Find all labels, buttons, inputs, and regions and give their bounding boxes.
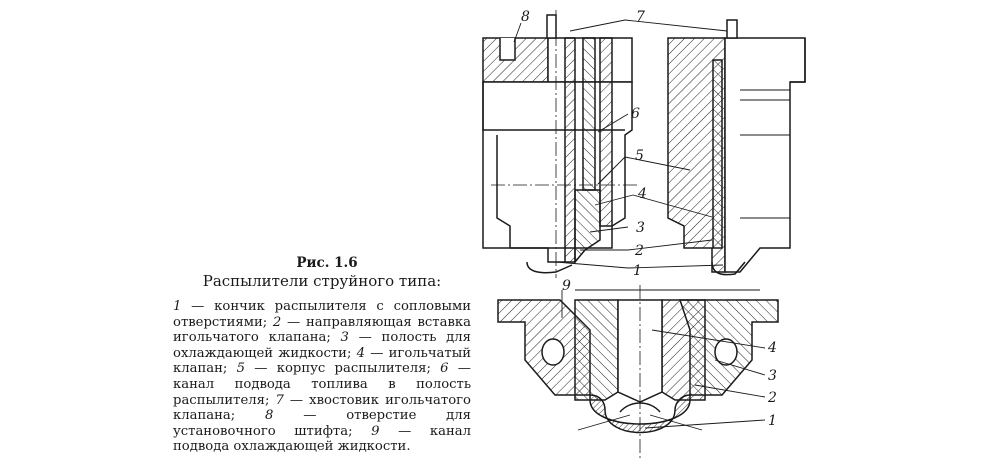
callout-8: 8	[521, 9, 530, 25]
legend-num: 8	[265, 408, 274, 424]
legend-text: — отверстие для установочного штифта;	[173, 408, 471, 439]
callout-9: 9	[562, 278, 571, 294]
legend-item: 4 — игольчатый клапан;	[173, 346, 471, 377]
figure-legend: 1 — кончик распылителя с сопловыми отвер…	[173, 299, 471, 455]
legend-item: 1 — кончик распылителя с сопловыми отвер…	[173, 299, 471, 330]
callout-2-bottom: 2	[767, 390, 777, 406]
legend-text: — полость для охлаждающей жидкости;	[173, 330, 471, 361]
view-left	[482, 10, 640, 278]
legend-item: 6 — канал подвода топлива в полость расп…	[173, 361, 471, 407]
callout-3: 3	[636, 220, 645, 236]
legend-item: 3 — полость для охлаждающей жидкости;	[173, 330, 471, 361]
legend-num: 9	[371, 423, 380, 439]
callout-3-bottom: 3	[768, 368, 777, 384]
legend-text: — канал подвода охлаждающей жидкости.	[173, 423, 471, 455]
callout-6: 6	[631, 106, 640, 122]
legend-text: — кончик распылителя с сопловыми отверст…	[173, 299, 471, 330]
callout-1: 1	[633, 263, 642, 279]
legend-text: — хвостовик игольчатого клапана;	[173, 392, 471, 424]
legend-num: 4	[356, 345, 366, 361]
legend-item: 5 — корпус распылителя;	[237, 361, 441, 376]
view-right	[667, 19, 806, 276]
figure-number: Рис. 1.6	[296, 255, 358, 271]
figure-caption: Рис. 1.6 Распылители струйного типа: 1 —…	[173, 255, 471, 455]
legend-num: 6	[440, 361, 449, 377]
legend-item: 8 — отверстие для установочного штифта;	[173, 408, 471, 439]
legend-text: — игольчатый клапан;	[173, 345, 471, 377]
callout-7: 7	[636, 9, 645, 25]
figure-title: Распылители струйного типа:	[202, 272, 442, 290]
legend-num: 7	[275, 392, 284, 408]
callouts: 8 7 6 5 4 3 2 1 9 4 3 2 1	[521, 9, 777, 429]
legend-text: — корпус распылителя;	[245, 361, 441, 377]
callout-2: 2	[634, 243, 644, 259]
callout-4-bottom: 4	[767, 340, 777, 356]
legend-text: — направляющая вставка игольчатого клапа…	[173, 314, 471, 346]
legend-item: 7 — хвостовик игольчатого клапана;	[173, 393, 471, 424]
legend-num: 2	[272, 314, 282, 330]
legend-item: 2 — направляющая вставка игольчатого кла…	[173, 315, 471, 346]
callout-1-bottom: 1	[768, 413, 777, 429]
legend-num: 5	[236, 361, 246, 377]
legend-item: 9 — канал подвода охлаждающей жидкости.	[173, 424, 471, 455]
view-bottom-section	[497, 285, 779, 458]
legend-num: 3	[340, 330, 349, 346]
callout-5: 5	[635, 148, 644, 164]
legend-num: 1	[173, 299, 182, 314]
callout-4: 4	[637, 186, 647, 202]
legend-text: — канал подвода топлива в полость распыл…	[173, 361, 471, 408]
leader-lines	[513, 19, 766, 429]
